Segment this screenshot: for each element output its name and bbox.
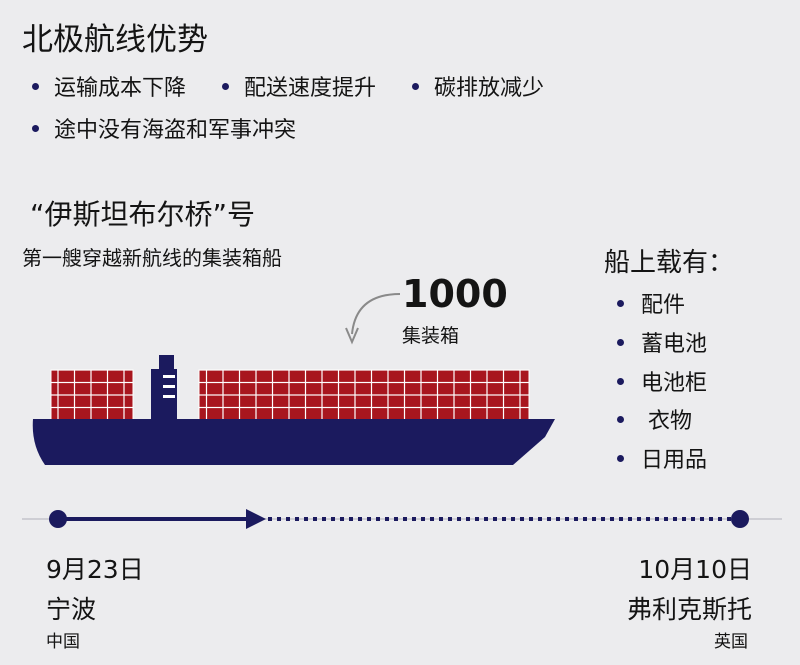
bullet-dot: [222, 82, 229, 90]
ship-hull: [32, 419, 555, 465]
advantage-label: 途中没有海盗和军事冲突: [54, 118, 297, 143]
bullet-dot: [412, 82, 419, 90]
start-date: 9月23日: [46, 555, 144, 584]
cargo-label: 电池柜: [641, 371, 708, 396]
advantage-item: 运输成本下降: [32, 70, 186, 102]
ship-name: “伊斯坦布尔桥”号: [30, 198, 256, 231]
container-stack: [50, 369, 134, 421]
cargo-label: 日用品: [641, 448, 708, 473]
cargo-label: 蓄电池: [641, 332, 708, 357]
page-title: 北极航线优势: [22, 22, 208, 58]
curved-arrow-icon: [345, 293, 401, 345]
start-city: 宁波: [46, 595, 97, 624]
route-timeline: [22, 509, 782, 529]
advantage-item: 配送速度提升: [222, 70, 376, 102]
cargo-label: 配件: [641, 293, 686, 318]
advantage-item: 碳排放减少: [412, 70, 544, 102]
cargo-item: 衣物: [617, 403, 692, 435]
bullet-dot: [32, 124, 39, 132]
start-point: [49, 510, 67, 528]
end-date: 10月10日: [638, 555, 752, 584]
cargo-label: 衣物: [641, 409, 692, 434]
cargo-title: 船上载有：: [604, 248, 735, 278]
bullet-dot: [617, 338, 624, 346]
bullet-dot: [617, 454, 624, 462]
container-stack: [198, 369, 530, 421]
advantage-item: 途中没有海盗和军事冲突: [32, 112, 296, 144]
cargo-item: 电池柜: [617, 365, 707, 397]
bullet-dot: [617, 377, 624, 385]
advantage-label: 运输成本下降: [54, 76, 187, 101]
bullet-dot: [617, 415, 624, 423]
start-country: 中国: [46, 632, 80, 652]
end-country: 英国: [714, 632, 748, 652]
arrow-right-icon: [246, 509, 266, 529]
cargo-item: 配件: [617, 287, 685, 319]
advantage-label: 碳排放减少: [434, 76, 545, 101]
ship-description: 第一艘穿越新航线的集装箱船: [22, 246, 282, 270]
end-city: 弗利克斯托: [626, 595, 752, 624]
end-point: [731, 510, 749, 528]
container-unit: 集装箱: [402, 325, 460, 347]
cargo-item: 日用品: [617, 442, 707, 474]
bullet-dot: [32, 82, 39, 90]
container-ship-illustration: [32, 355, 555, 465]
cargo-item: 蓄电池: [617, 326, 707, 358]
ship-tower: [159, 355, 174, 371]
container-count: 1000: [402, 272, 508, 316]
advantage-label: 配送速度提升: [244, 76, 377, 101]
bullet-dot: [617, 299, 624, 307]
